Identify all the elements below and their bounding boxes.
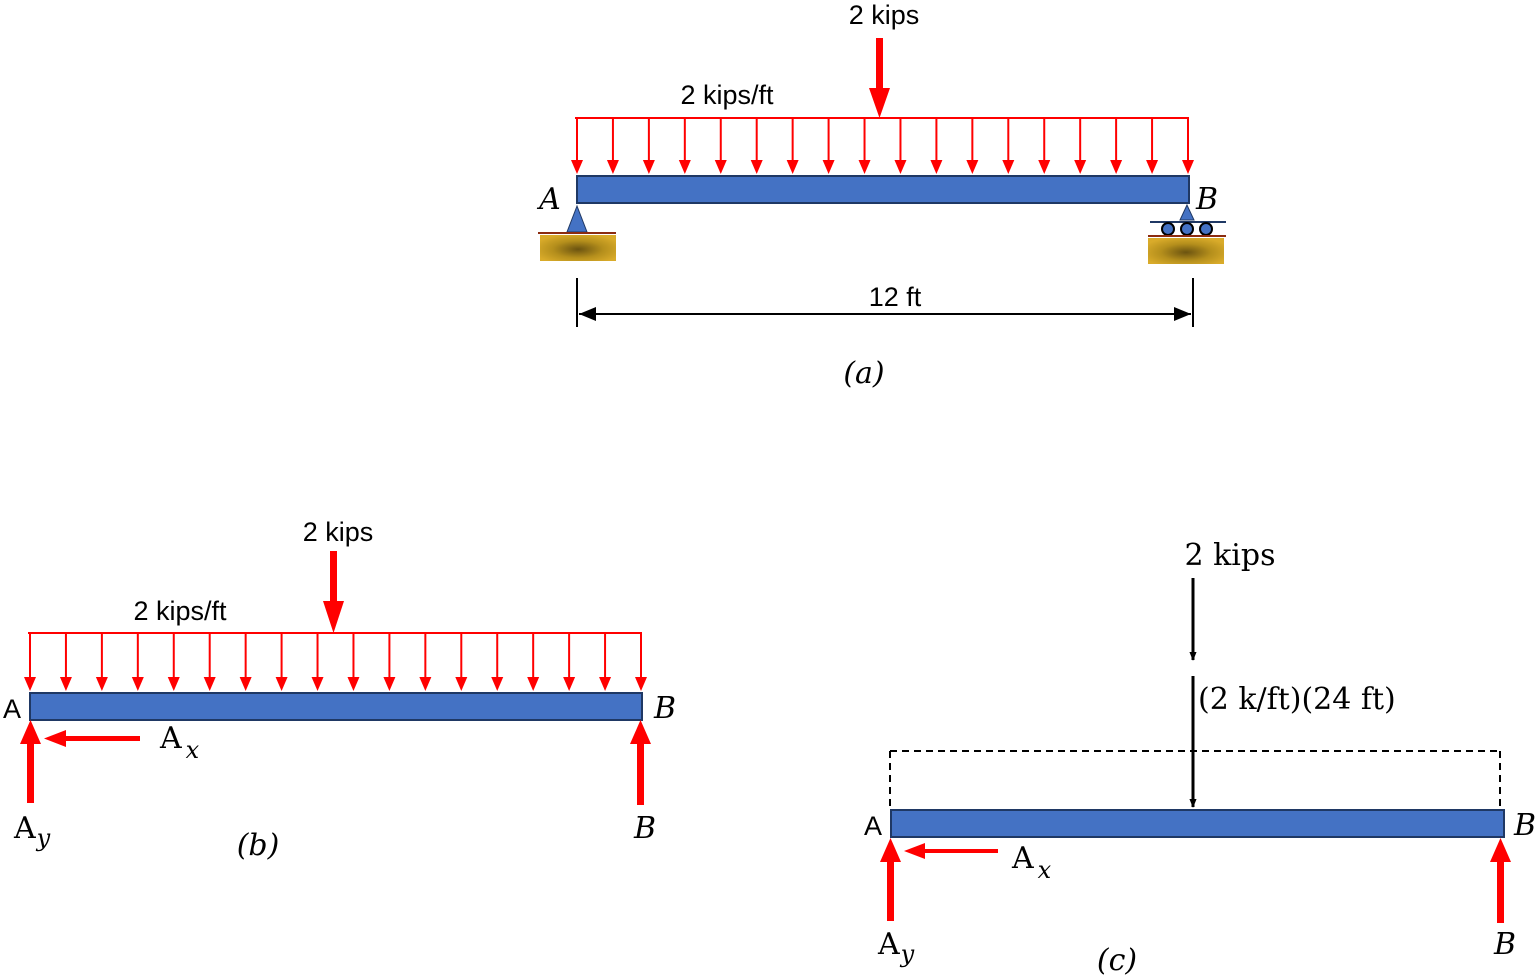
diagram-b-reaction-ax-arrow (44, 730, 140, 747)
diagram-a-distributed-load-label: 2 kips/ft (680, 80, 774, 110)
diagram-a-udl-arrow-head (822, 160, 835, 174)
diagram-a-caption: (a) (843, 356, 884, 391)
diagram-b-udl-arrow-head (455, 677, 468, 691)
diagram-b-reaction-b-arrow (630, 720, 651, 805)
diagram-b-caption: (b) (237, 828, 280, 863)
diagram-c-reaction-ay-arrow (880, 838, 901, 921)
diagram-c-end-b-label: B (1513, 808, 1536, 843)
diagram-a-udl-arrow-head (930, 160, 943, 174)
diagram-c-reaction-ax-arrow (904, 843, 998, 859)
diagram-a-udl-arrow-head (1182, 160, 1194, 174)
diagram-a-udl-arrow-head (678, 160, 691, 174)
diagram-a-support-b-label: B (1195, 182, 1218, 217)
diagram-a-point-load-arrow (869, 38, 890, 118)
diagram-c-reaction-b-label: B (1493, 927, 1516, 962)
diagram-b-reaction-b-label: B (633, 811, 656, 846)
diagram-c-reaction-ay-label: Ay (877, 927, 915, 968)
diagram-a-udl-arrow-head (606, 160, 619, 174)
diagram-a-udl-arrow-head (894, 160, 907, 174)
diagram-b-udl-arrow-head (419, 677, 432, 691)
diagram-b-point-load-label: 2 kips (303, 517, 374, 547)
diagram-b-udl-arrow-head (239, 677, 252, 691)
diagram-b-udl-arrow-head (635, 677, 647, 691)
diagram-a: 2 kips 2 kips/ft A B (536, 0, 1226, 391)
diagram-b-udl-arrow-head (491, 677, 504, 691)
diagram-a-udl-arrow-head (642, 160, 655, 174)
diagram-c-resultant-label: (2 k/ft)(24 ft) (1198, 682, 1396, 717)
diagram-a-udl-arrow-head (1110, 160, 1123, 174)
diagram-b-beam (29, 692, 643, 721)
diagram-a-udl-arrow-head (858, 160, 871, 174)
diagram-c-beam (890, 809, 1505, 838)
diagram-c-distributed-load-outline (889, 750, 1501, 809)
diagram-b-udl-arrow-head (167, 677, 180, 691)
diagram-a-udl-arrow-head (571, 160, 583, 174)
diagram-b-reaction-ay-arrow (20, 720, 41, 803)
diagram-a-udl-arrow-head (1146, 160, 1159, 174)
diagram-c-point-load-label: 2 kips (1185, 538, 1276, 573)
diagram-a-pin-support-icon (538, 204, 616, 261)
diagram-b-udl-arrow-head (599, 677, 612, 691)
diagram-b-udl-arrow-head (527, 677, 540, 691)
diagram-b-udl-arrow-head (563, 677, 576, 691)
diagram-b-end-b-label: B (653, 691, 676, 726)
diagram-b-udl-arrow-head (383, 677, 396, 691)
diagram-b-point-load-arrow (323, 551, 344, 633)
diagram-b-udl-arrow-head (95, 677, 108, 691)
diagram-c-caption: (c) (1097, 943, 1137, 976)
diagram-b-udl-arrow-head (59, 677, 72, 691)
diagram-b-udl-arrow-head (131, 677, 144, 691)
diagram-a-udl-arrow-head (1002, 160, 1015, 174)
diagram-a-span-label: 12 ft (869, 282, 922, 312)
diagram-b-udl-arrow-head (24, 677, 36, 691)
diagram-a-udl-arrow-head (786, 160, 799, 174)
diagram-a-beam (576, 175, 1190, 204)
diagram-a-udl-arrow-head (714, 160, 727, 174)
diagram-a-udl-arrow-head (1038, 160, 1051, 174)
diagram-b-distributed-load (24, 632, 647, 691)
diagram-a-point-load-label: 2 kips (849, 0, 920, 30)
diagram-b-udl-arrow-head (203, 677, 216, 691)
diagram-a-udl-arrow-head (1074, 160, 1087, 174)
diagram-b-reaction-ay-label: Ay (13, 811, 51, 852)
diagram-a-udl-arrow-head (750, 160, 763, 174)
diagram-a-roller-support-icon (1148, 203, 1226, 264)
diagram-a-support-a-label: A (536, 182, 561, 217)
diagram-c-reaction-b-arrow (1490, 838, 1511, 923)
diagram-b-end-a-label: A (3, 694, 21, 724)
diagram-b-udl-arrow-head (275, 677, 288, 691)
diagram-a-udl-arrow-head (966, 160, 979, 174)
diagram-c-end-a-label: A (864, 811, 882, 841)
diagram-b-distributed-load-label: 2 kips/ft (133, 596, 227, 626)
diagram-b-udl-arrow-head (347, 677, 360, 691)
diagram-a-distributed-load (571, 117, 1194, 174)
diagram-a-span-dimension (576, 278, 1194, 327)
diagram-b-udl-arrow-head (311, 677, 324, 691)
